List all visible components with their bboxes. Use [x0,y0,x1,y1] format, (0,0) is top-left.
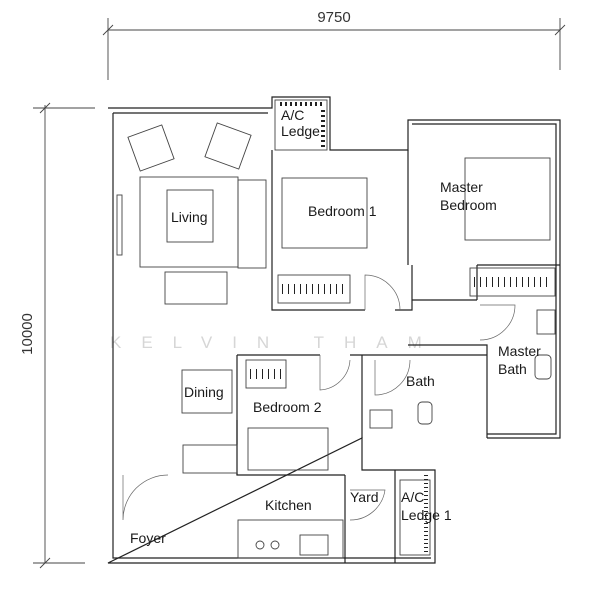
armchair [204,122,252,170]
coffee-table [166,189,214,243]
dimension-height-label: 10000 [19,313,36,355]
sofa [237,179,267,269]
room-label-master-bedroom-2: Bedroom [440,197,497,213]
room-label-living: Living [171,209,208,225]
dimension-width-label: 9750 [317,9,350,26]
wardrobe-2 [245,359,287,389]
room-label-ac-ledge-2: Ledge [281,123,320,139]
toilet [417,401,433,425]
room-label-master-bedroom: Master [440,179,483,195]
counter [182,444,238,474]
outer-walls [107,96,561,564]
room-label-ac-ledge-1: A/C [401,489,424,505]
master-basin [536,309,556,335]
bed-1 [281,177,368,249]
dining-table [181,369,233,414]
room-label-dining: Dining [184,384,224,400]
doors [122,274,516,521]
room-label-master-bath: Master [498,343,541,359]
ac-ledge-top [274,99,328,151]
dimension-height [33,102,95,569]
kitchen-counter [237,519,344,559]
room-label-bedroom-2: Bedroom 2 [253,399,322,415]
master-toilet [534,354,552,380]
dimension-width [102,18,566,80]
armchair-sofa [164,271,228,305]
basin [369,409,393,429]
room-label-bedroom-1: Bedroom 1 [308,203,377,219]
sink [299,534,329,556]
room-label-ac-ledge-1b: Ledge 1 [401,507,452,523]
watermark: KELVIN THAM [110,333,442,352]
room-label-master-bath-2: Bath [498,361,527,377]
furniture [127,122,556,559]
bed-2 [247,427,329,471]
wardrobe-master [469,267,556,297]
wardrobe-1 [277,274,351,304]
master-bed [464,157,551,241]
room-label-bath: Bath [406,373,435,389]
room-label-kitchen: Kitchen [265,497,312,513]
room-label-foyer: Foyer [130,530,166,546]
room-label-ac-ledge: A/C [281,107,304,123]
room-label-yard: Yard [350,489,379,505]
armchair [127,124,175,172]
